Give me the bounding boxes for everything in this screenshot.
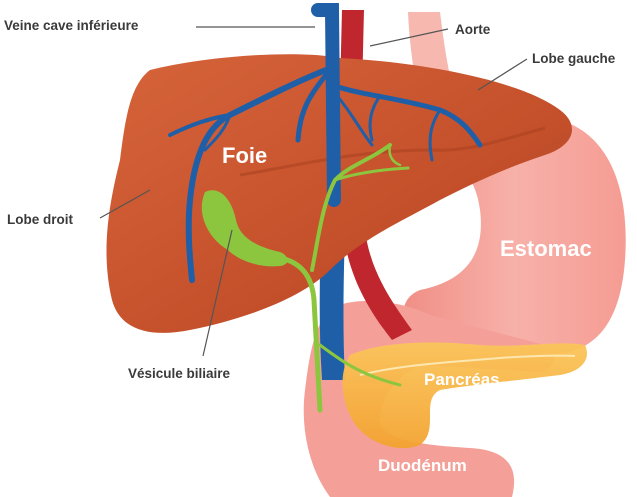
label-lobe-droit: Lobe droit xyxy=(7,212,73,227)
label-veine-cave: Veine cave inférieure xyxy=(4,18,139,33)
label-foie: Foie xyxy=(222,143,267,168)
label-pancreas: Pancréas xyxy=(424,370,500,389)
label-lobe-gauche: Lobe gauche xyxy=(532,51,616,66)
pancreas xyxy=(343,342,588,448)
label-vesicule: Vésicule biliaire xyxy=(128,366,231,381)
label-duodenum: Duodénum xyxy=(378,456,467,475)
label-estomac: Estomac xyxy=(500,236,592,261)
label-aorte: Aorte xyxy=(455,22,491,37)
